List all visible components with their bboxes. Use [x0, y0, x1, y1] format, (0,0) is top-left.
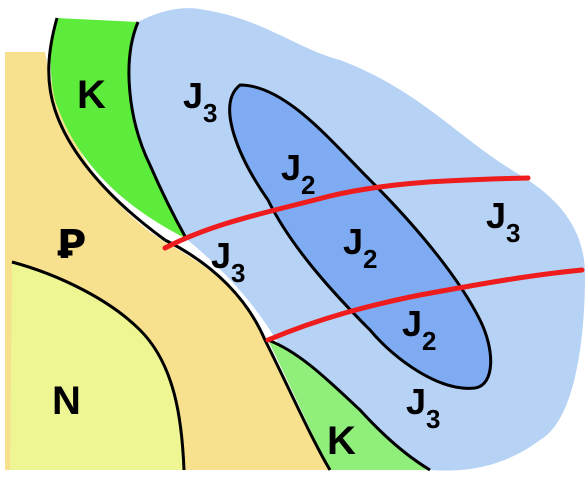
- contact-line-k-north-west: [47, 17, 166, 242]
- label-cretaceous-south: K: [327, 419, 356, 463]
- unit-cretaceous-north-area: [50, 18, 185, 238]
- fault-line-north: [162, 175, 531, 251]
- contact-line-paleogene-neogene: [11, 260, 186, 471]
- label-j3-bottom: J3: [406, 381, 441, 434]
- label-j2-mid: J2: [343, 221, 378, 274]
- contact-line-k-north-east: [127, 21, 189, 241]
- unit-cretaceous-south-area: [268, 340, 430, 470]
- label-j2-low: J2: [402, 303, 437, 356]
- label-cretaceous-north: K: [77, 73, 106, 117]
- label-j3-left: J3: [211, 235, 246, 288]
- contact-line-k-south-j3: [267, 338, 431, 472]
- fault-line-south: [265, 267, 585, 343]
- label-j2-top: J2: [281, 147, 316, 200]
- label-j3-top: J3: [183, 75, 218, 128]
- label-paleogene: Ꝑ: [57, 223, 86, 267]
- label-j3-right: J3: [486, 195, 521, 248]
- label-neogene: N: [52, 379, 81, 423]
- unit-middle-jurassic-area: [228, 83, 493, 390]
- unit-neogene-area: [10, 262, 184, 470]
- contact-line-paleogene-j3: [164, 238, 332, 471]
